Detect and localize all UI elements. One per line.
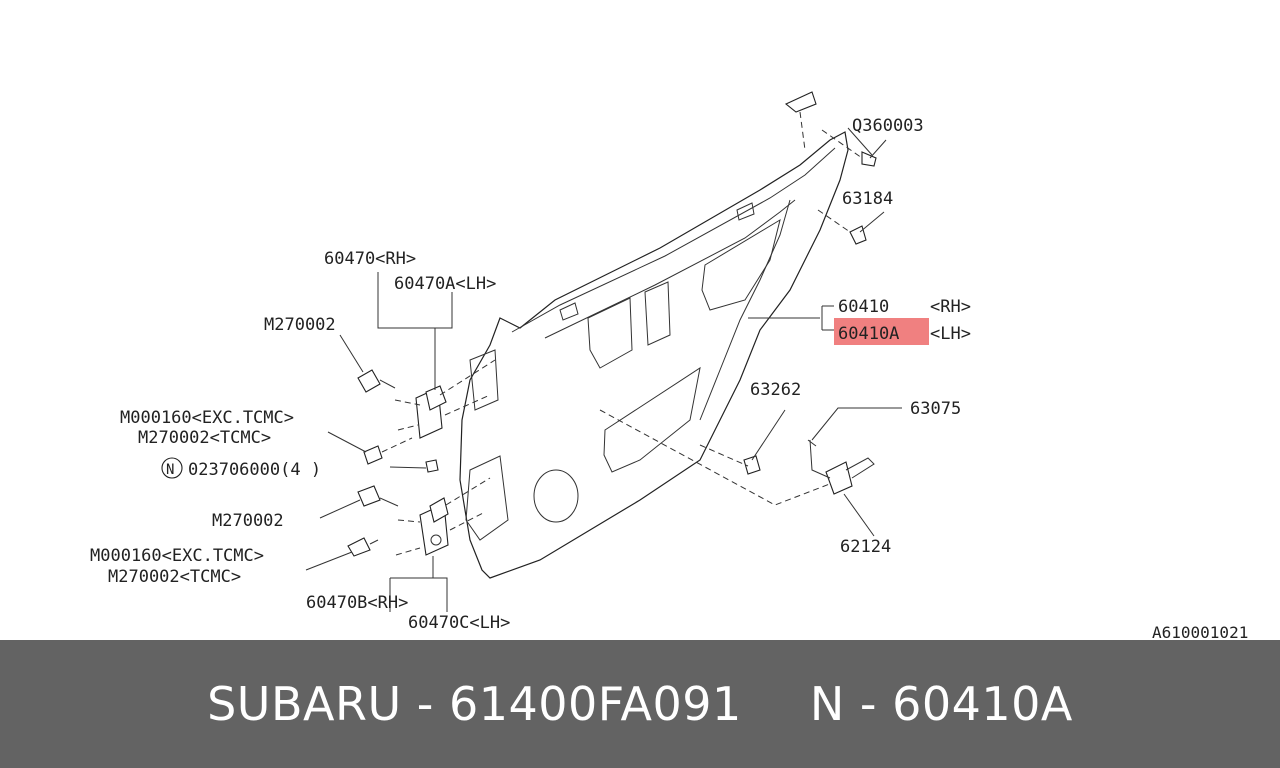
- diagram-ref-code: A610001021: [1152, 623, 1248, 640]
- bolt-m270002-top: [339, 334, 396, 393]
- bolt-m000160-bot: [305, 537, 379, 571]
- label-60470c-lh: 60470C<LH>: [408, 613, 510, 633]
- bolt-m000160-top: [327, 431, 413, 465]
- label-m270002-top: M270002: [264, 315, 336, 335]
- label-63262: 63262: [750, 380, 801, 400]
- footer-brand-part: SUBARU - 61400FA091: [207, 677, 742, 731]
- label-m270002-tcmc-top: M270002<TCMC>: [138, 428, 271, 448]
- label-n-circle: N: [166, 462, 174, 478]
- label-m270002-tcmc-bot: M270002<TCMC>: [108, 567, 241, 587]
- top-bracket: [784, 91, 887, 167]
- label-60410a: 60410A: [838, 324, 899, 344]
- label-023706000: 023706000(4 ): [188, 460, 321, 480]
- label-63075: 63075: [910, 399, 961, 419]
- n-circle-badge: [161, 457, 183, 479]
- leader-60410: [748, 305, 834, 331]
- clip-63184: [817, 209, 885, 245]
- label-m270002-mid: M270002: [212, 511, 284, 531]
- parts-diagram: Q360003 63184 60470<RH> 60470A<LH> M2700…: [90, 91, 1248, 640]
- label-60410-rh: <RH>: [930, 297, 971, 317]
- label-62124: 62124: [840, 537, 891, 557]
- label-60410a-lh: <LH>: [930, 324, 971, 344]
- label-q360003: Q360003: [852, 116, 924, 136]
- part-number-footer: SUBARU - 61400FA091 N - 60410A: [0, 640, 1280, 768]
- door-panel-drawing: Q360003 63184 60470<RH> 60470A<LH> M2700…: [90, 91, 1248, 640]
- highlight-60410a: [834, 318, 929, 345]
- upper-hinge: [377, 272, 496, 439]
- bolt-m270002-mid: [319, 485, 399, 519]
- lower-hinge: [389, 477, 491, 612]
- label-60470b-rh: 60470B<RH>: [306, 593, 408, 613]
- label-60410: 60410: [838, 297, 889, 317]
- label-m000160-top: M000160<EXC.TCMC>: [120, 408, 294, 428]
- label-63184: 63184: [842, 189, 893, 209]
- label-60470-rh: 60470<RH>: [324, 249, 416, 269]
- label-60470a-lh: 60470A<LH>: [394, 274, 496, 294]
- door-panel: [459, 131, 849, 579]
- nut-023706000: [389, 459, 439, 473]
- footer-ref-part: N - 60410A: [809, 677, 1073, 731]
- label-m000160-bot: M000160<EXC.TCMC>: [90, 546, 264, 566]
- door-check: [599, 407, 902, 537]
